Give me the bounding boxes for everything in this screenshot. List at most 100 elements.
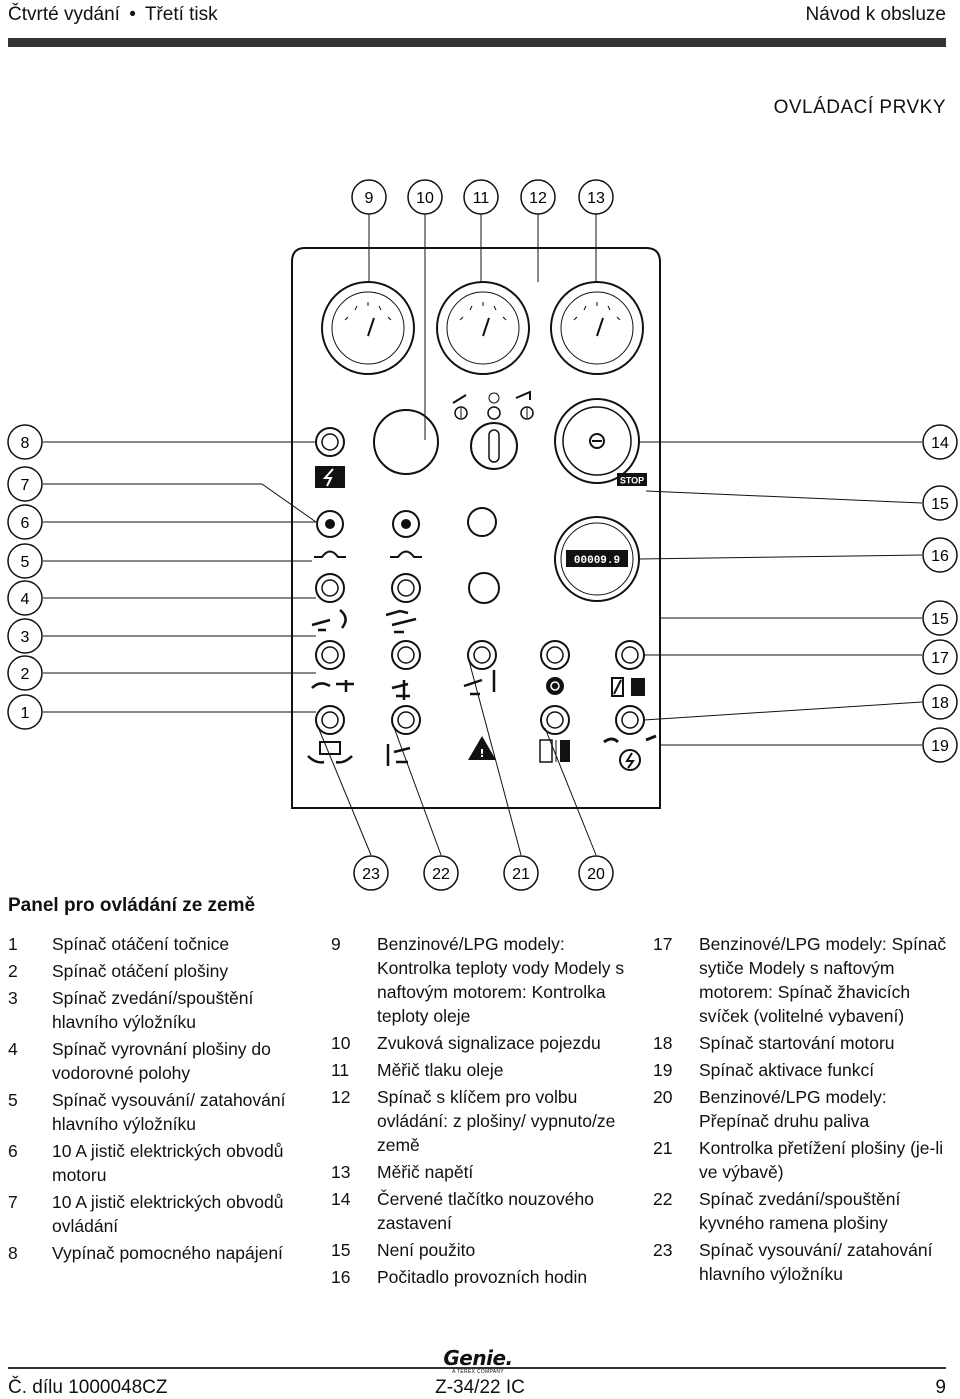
breaker-engine [390,510,422,558]
legend-text: Spínač vyrovnání plošiny do vodorovné po… [52,1039,271,1083]
legend-text: Měřič napětí [377,1162,474,1182]
callout-15b: 15 [931,611,949,628]
legend-num: 17 [653,934,673,954]
platform-rotate-switch [391,640,421,700]
header-print-text: Třetí tisk [144,4,218,25]
callout-14: 14 [931,435,949,452]
hour-meter: 00009.9 [554,516,640,602]
legend-text: Spínač otáčení točnice [52,934,230,954]
legend-num: 21 [653,1138,673,1158]
legend-num: 14 [331,1189,351,1209]
callout-4: 4 [21,591,30,608]
top-callouts: 9 10 11 12 13 [351,179,614,440]
legend-text: Spínač otáčení plošiny [52,961,229,981]
legend-text: Spínač vysouvání/ zatahování hlavního vý… [52,1090,286,1134]
water-temp-gauge [321,281,415,375]
legend-num: 4 [8,1039,18,1059]
legend-text: Spínač vysouvání/ zatahování hlavního vý… [699,1240,933,1284]
legend-num: 19 [653,1060,673,1080]
control-panel-diagram: STOP 00009.9 [7,179,958,891]
callout-19: 19 [931,738,949,755]
legend-title: Panel pro ovládání ze země [8,895,256,916]
legend-text: Měřič tlaku oleje [377,1060,504,1080]
legend-num: 11 [331,1060,350,1080]
main-boom-ext-switch-b [386,705,421,766]
section-title: OVLÁDACÍ PRVKY [773,97,946,118]
legend-num: 10 [331,1033,351,1053]
legend-num: 1 [8,934,18,954]
jib-lift-switch [463,640,497,696]
callout-13: 13 [587,190,605,207]
horn-button [373,409,439,475]
callout-11: 11 [473,190,490,207]
legend-num: 15 [331,1240,351,1260]
warning-triangle-icon: ! [468,736,496,760]
legend-num: 7 [8,1192,18,1212]
legend-item: 17 Benzinové/LPG modely: Spínač sytiče Mo… [653,932,953,1028]
legend-num: 2 [8,961,18,981]
legend-item: 1 Spínač otáčení točnice [8,932,308,956]
callout-1: 1 [21,705,30,722]
overload-light [467,507,497,537]
genie-logo-text: Genie. [443,1346,512,1370]
legend-item: 4 Spínač vyrovnání plošiny do vodorovné p… [8,1037,308,1085]
callout-20: 20 [587,866,605,883]
footer-part-number: Č. dílu 1000048CZ [8,1377,168,1398]
legend-text: Benzinové/LPG modely: Kontrolka teploty … [377,934,625,1026]
legend-text: 10 A jistič elektrických obvodů motoru [52,1141,284,1185]
legend-num: 13 [331,1162,351,1182]
left-callouts: 8 7 6 5 4 3 2 1 [7,424,317,730]
emergency-stop-button: STOP [554,398,647,486]
callout-3: 3 [21,629,30,646]
legend-text: Spínač zvedání/spouštění kyvného ramena … [699,1189,901,1233]
callout-15a: 15 [931,496,949,513]
callout-21: 21 [512,866,530,883]
platform-level-switch [385,573,421,634]
legend-num: 23 [653,1240,673,1260]
legend-item: 2 Spínač otáčení plošiny [8,959,308,983]
legend-item: 18 Spínač startování motoru [653,1031,953,1055]
callout-9: 9 [365,190,374,207]
legend-item: 23 Spínač vysouvání/ zatahování hlavního … [653,1238,953,1286]
legend-item: 3 Spínač zvedání/spouštění hlavního výlož… [8,986,308,1034]
right-callouts: 14 15 16 15 17 18 19 [638,424,958,763]
header-rule [8,38,946,47]
callout-7: 7 [21,477,30,494]
callout-2: 2 [21,666,30,683]
legend-text: 10 A jistič elektrických obvodů ovládání [52,1192,284,1236]
stop-label: STOP [620,476,644,486]
callout-6: 6 [21,515,30,532]
legend-num: 16 [331,1267,351,1287]
legend-num: 18 [653,1033,673,1053]
legend-text: Benzinové/LPG modely: Spínač sytiče Mode… [699,934,947,1026]
bottom-callouts: 23 22 21 20 [315,656,614,891]
legend-text: Benzinové/LPG modely: Přepínač druhu pal… [699,1087,887,1131]
choke-switch [611,640,645,697]
callout-8: 8 [21,435,30,452]
legend-text: Spínač startování motoru [699,1033,895,1053]
aux-power-switch [315,427,345,488]
legend-item: 6 10 A jistič elektrických obvodů motoru [8,1139,308,1187]
panel-outline [291,247,661,809]
legend-text: Červené tlačítko nouzového zastavení [377,1189,594,1233]
legend-num: 6 [8,1141,18,1161]
genie-logo: Genie. A TEREX COMPANY [443,1346,513,1375]
legend-item: 11 Měřič tlaku oleje [331,1058,631,1082]
legend-text: Spínač zvedání/spouštění hlavního výložn… [52,988,254,1032]
legend-column-3: 17 Benzinové/LPG modely: Spínač sytiče Mo… [653,932,953,1289]
turntable-rotate-switch [307,705,353,764]
legend-text: Zvuková signalizace pojezdu [377,1033,601,1053]
legend-num: 8 [8,1243,18,1263]
hour-meter-value: 00009.9 [574,555,620,567]
legend-num: 3 [8,988,18,1008]
bullet-icon: • [129,4,136,25]
legend-item: 10 Zvuková signalizace pojezdu [331,1031,631,1055]
callout-23: 23 [362,866,380,883]
